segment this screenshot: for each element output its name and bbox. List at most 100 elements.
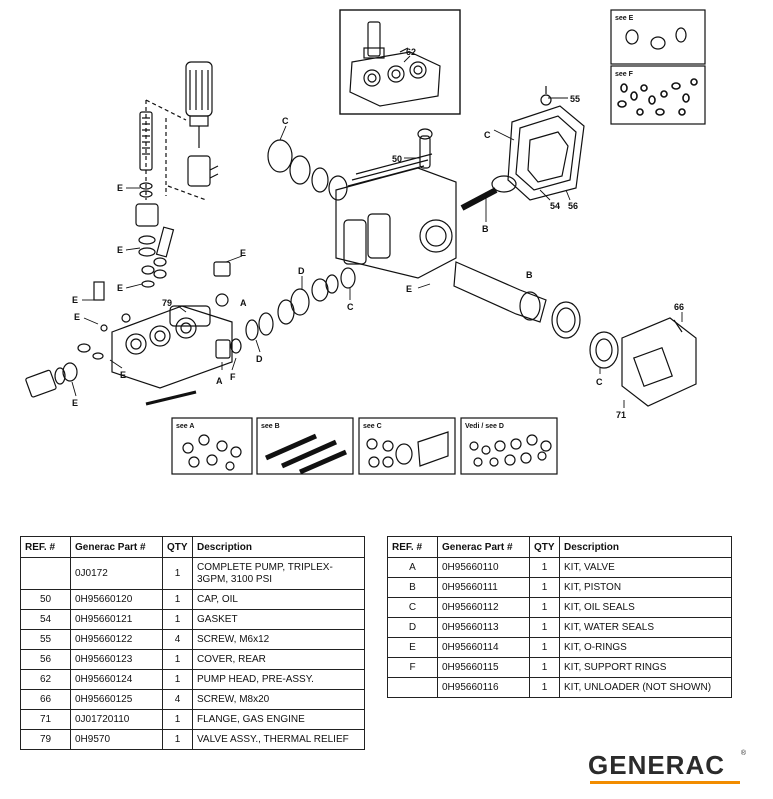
- description-cell: KIT, O-RINGS: [559, 637, 732, 658]
- part-cell: 0H95660116: [437, 677, 530, 698]
- table-row: A 0H95660110 1 KIT, VALVE: [387, 557, 732, 578]
- callout-a-lower: A: [216, 376, 223, 386]
- part-cell: 0H95660122: [70, 629, 163, 650]
- table-row: B 0H95660111 1 KIT, PISTON: [387, 577, 732, 598]
- qty-cell: 1: [162, 589, 193, 610]
- kit-box-see-a: [171, 417, 253, 475]
- callout-c-oil-seal: C: [282, 116, 289, 126]
- ref-cell: 54: [20, 609, 71, 630]
- column-header-qty: QTY: [162, 536, 193, 558]
- part-cell: 0H95660111: [437, 577, 530, 598]
- kit-title-see-e: see E: [615, 15, 634, 22]
- qty-cell: 1: [529, 637, 560, 658]
- callout-e-3: E: [117, 283, 123, 293]
- table-row: F 0H95660115 1 KIT, SUPPORT RINGS: [387, 657, 732, 678]
- description-cell: COMPLETE PUMP, TRIPLEX-3GPM, 3100 PSI: [192, 557, 365, 590]
- description-cell: KIT, PISTON: [559, 577, 732, 598]
- description-cell: KIT, SUPPORT RINGS: [559, 657, 732, 678]
- part-cell: 0J0172: [70, 557, 163, 590]
- qty-cell: 1: [162, 709, 193, 730]
- callout-c-seal: C: [347, 302, 354, 312]
- manifold-drawing: [25, 261, 242, 406]
- column-header-ref: REF. #: [20, 536, 71, 558]
- table-row: 56 0H95660123 1 COVER, REAR: [20, 649, 365, 670]
- logo-registered-mark: ®: [740, 750, 746, 757]
- callout-e-4: E: [240, 248, 246, 258]
- column-header-part: Generac Part #: [70, 536, 163, 558]
- callout-c-flange-seal: C: [596, 377, 603, 387]
- table-row: 50 0H95660120 1 CAP, OIL: [20, 589, 365, 610]
- table-header-row: REF. # Generac Part # QTY Description: [387, 536, 732, 558]
- crankshaft-drawing: [453, 175, 581, 339]
- ref-cell: [20, 557, 71, 590]
- ref-cell: 55: [20, 629, 71, 650]
- column-header-description: Description: [192, 536, 365, 558]
- part-cell: 0H9570: [70, 729, 163, 750]
- callout-e-9: E: [406, 284, 412, 294]
- oil-seal-drawing: [267, 139, 348, 201]
- description-cell: KIT, UNLOADER (NOT SHOWN): [559, 677, 732, 698]
- crankcase-drawing: [335, 128, 457, 279]
- kit-title-see-b: see B: [261, 423, 280, 430]
- qty-cell: 1: [162, 729, 193, 750]
- piston-kit-drawing: [264, 433, 347, 475]
- logo-accent-bar: [590, 781, 740, 784]
- description-cell: PUMP HEAD, PRE-ASSY.: [192, 669, 365, 690]
- table-row: 0H95660116 1 KIT, UNLOADER (NOT SHOWN): [387, 677, 732, 698]
- generac-logo: GENERAC ®: [588, 748, 748, 784]
- qty-cell: 1: [529, 677, 560, 698]
- part-cell: 0H95660115: [437, 657, 530, 678]
- part-cell: 0H95660124: [70, 669, 163, 690]
- callout-56: 56: [568, 201, 578, 211]
- ref-cell: [387, 677, 438, 698]
- part-cell: 0H95660110: [437, 557, 530, 578]
- table-row: 66 0H95660125 4 SCREW, M8x20: [20, 689, 365, 710]
- parts-table-right: REF. # Generac Part # QTY Description A …: [387, 536, 732, 698]
- kit-box-see-b: [256, 417, 354, 475]
- callout-e-8: E: [72, 398, 78, 408]
- seal-stack-drawing: [245, 267, 356, 341]
- ref-cell: C: [387, 597, 438, 618]
- table-row: 79 0H9570 1 VALVE ASSY., THERMAL RELIEF: [20, 729, 365, 750]
- part-cell: 0H95660120: [70, 589, 163, 610]
- description-cell: FLANGE, GAS ENGINE: [192, 709, 365, 730]
- description-cell: SCREW, M6x12: [192, 629, 365, 650]
- part-cell: 0H95660112: [437, 597, 530, 618]
- ref-cell: 79: [20, 729, 71, 750]
- column-header-ref: REF. #: [387, 536, 438, 558]
- ref-cell: E: [387, 637, 438, 658]
- callout-c-gasket: C: [484, 130, 491, 140]
- kit-title-see-f: see F: [615, 71, 634, 78]
- qty-cell: 1: [529, 577, 560, 598]
- pump-head-inset-drawing: [349, 21, 441, 107]
- callout-e-7: E: [120, 370, 126, 380]
- exploded-pump-diagram: 62 55 50 54 56 66 71 79 C C C C B B D D …: [25, 9, 706, 475]
- callout-b-rod: B: [482, 224, 489, 234]
- callout-f: F: [230, 372, 236, 382]
- callout-a-upper: A: [240, 298, 247, 308]
- leader-lines: [71, 55, 683, 408]
- ref-cell: D: [387, 617, 438, 638]
- description-cell: GASKET: [192, 609, 365, 630]
- kit-title-see-a: see A: [176, 423, 194, 430]
- table-row: 55 0H95660122 4 SCREW, M6x12: [20, 629, 365, 650]
- parts-table-left: REF. # Generac Part # QTY Description 0J…: [20, 536, 365, 750]
- description-cell: SCREW, M8x20: [192, 689, 365, 710]
- unloader-assembly-drawing: [135, 61, 219, 288]
- column-header-part: Generac Part #: [437, 536, 530, 558]
- callout-d-upper: D: [298, 266, 305, 276]
- callout-e-1: E: [117, 183, 123, 193]
- part-cell: 0H95660125: [70, 689, 163, 710]
- callout-55: 55: [570, 94, 580, 104]
- qty-cell: 1: [162, 669, 193, 690]
- kit-title-see-d: Vedi / see D: [465, 423, 504, 430]
- column-header-qty: QTY: [529, 536, 560, 558]
- qty-cell: 1: [162, 649, 193, 670]
- part-cell: 0H95660113: [437, 617, 530, 638]
- callout-66: 66: [674, 302, 684, 312]
- callout-e-5: E: [72, 295, 78, 305]
- description-cell: COVER, REAR: [192, 649, 365, 670]
- table-row: C 0H95660112 1 KIT, OIL SEALS: [387, 597, 732, 618]
- callout-71: 71: [616, 410, 626, 420]
- water-seal-kit-drawing: [469, 434, 552, 467]
